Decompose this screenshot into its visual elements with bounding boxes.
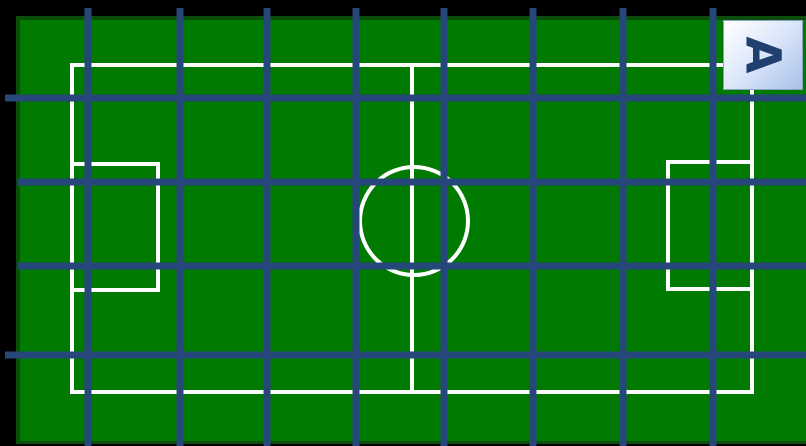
mode-toggle-button[interactable]: A — [723, 20, 803, 90]
mode-button-label: A — [739, 36, 787, 73]
